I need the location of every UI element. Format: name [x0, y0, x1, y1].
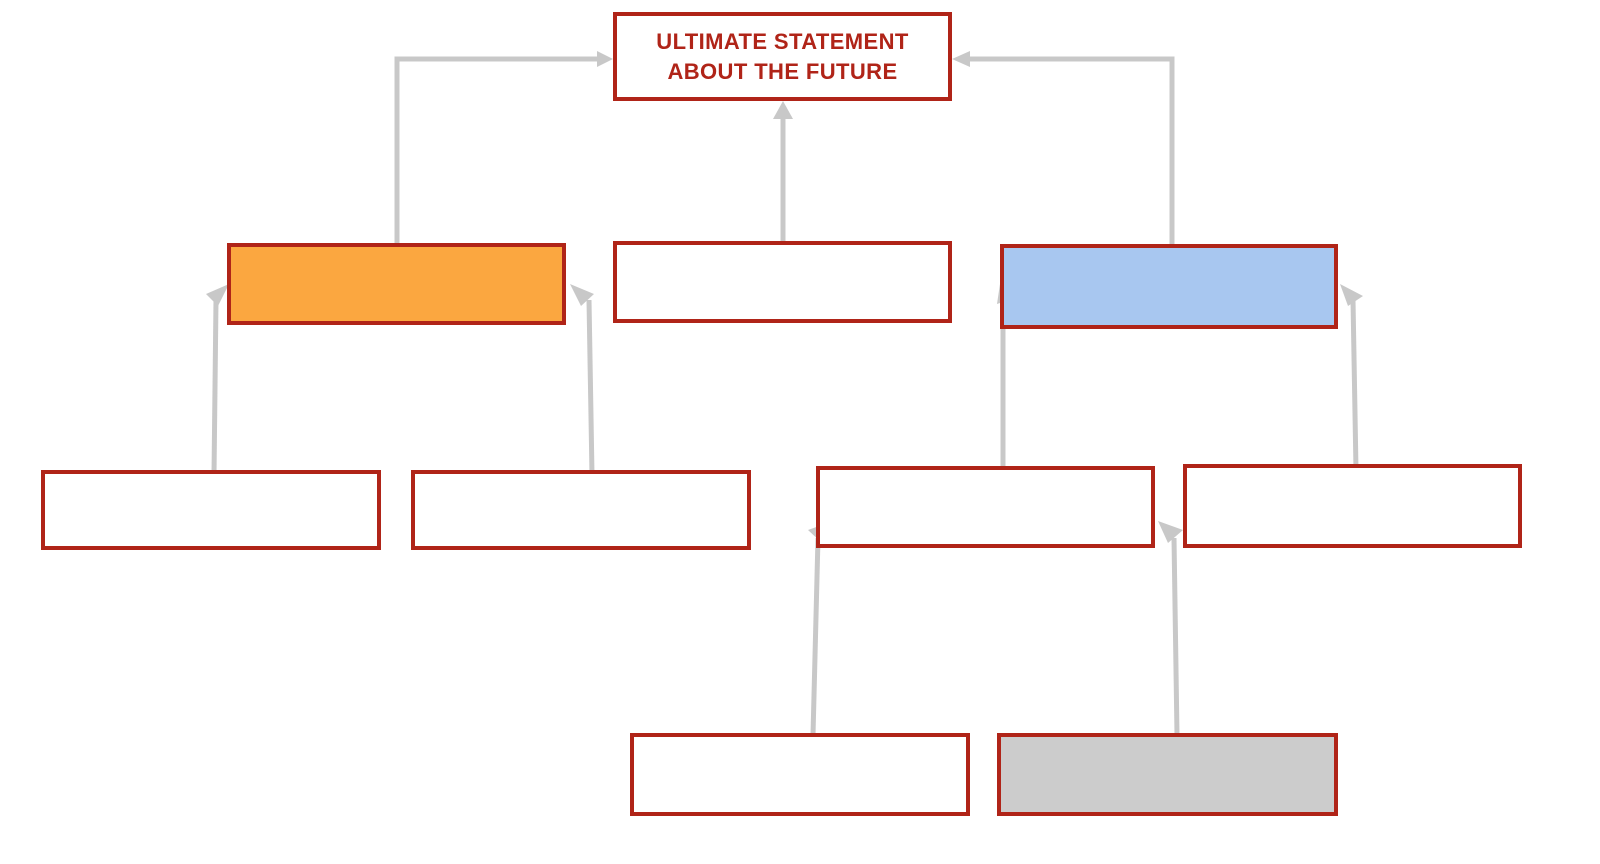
connector-support-4-to-pillar-right [1340, 284, 1363, 471]
node-evidence-2[interactable] [997, 733, 1338, 816]
node-support-4[interactable] [1183, 464, 1522, 548]
connector-pillar-left-to-statement [394, 51, 613, 243]
connector-evidence-2-to-support-3 [1158, 521, 1183, 736]
node-support-2[interactable] [411, 470, 751, 550]
connector-pillar-center-to-statement [773, 101, 793, 243]
node-evidence-1[interactable] [630, 733, 970, 816]
connector-evidence-1-to-support-3 [808, 521, 833, 736]
node-support-1[interactable] [41, 470, 381, 550]
node-pillar-right[interactable] [1000, 244, 1338, 329]
node-pillar-center[interactable] [613, 241, 952, 323]
connector-support-1-to-pillar-left [206, 284, 229, 476]
node-ultimate-statement-label: ULTIMATE STATEMENT ABOUT THE FUTURE [656, 28, 909, 84]
node-ultimate-statement[interactable]: ULTIMATE STATEMENT ABOUT THE FUTURE [613, 12, 952, 101]
node-pillar-left[interactable] [227, 243, 566, 325]
connector-pillar-right-to-statement [952, 51, 1175, 244]
node-support-3[interactable] [816, 466, 1155, 548]
connector-support-2-to-pillar-left [570, 284, 595, 476]
